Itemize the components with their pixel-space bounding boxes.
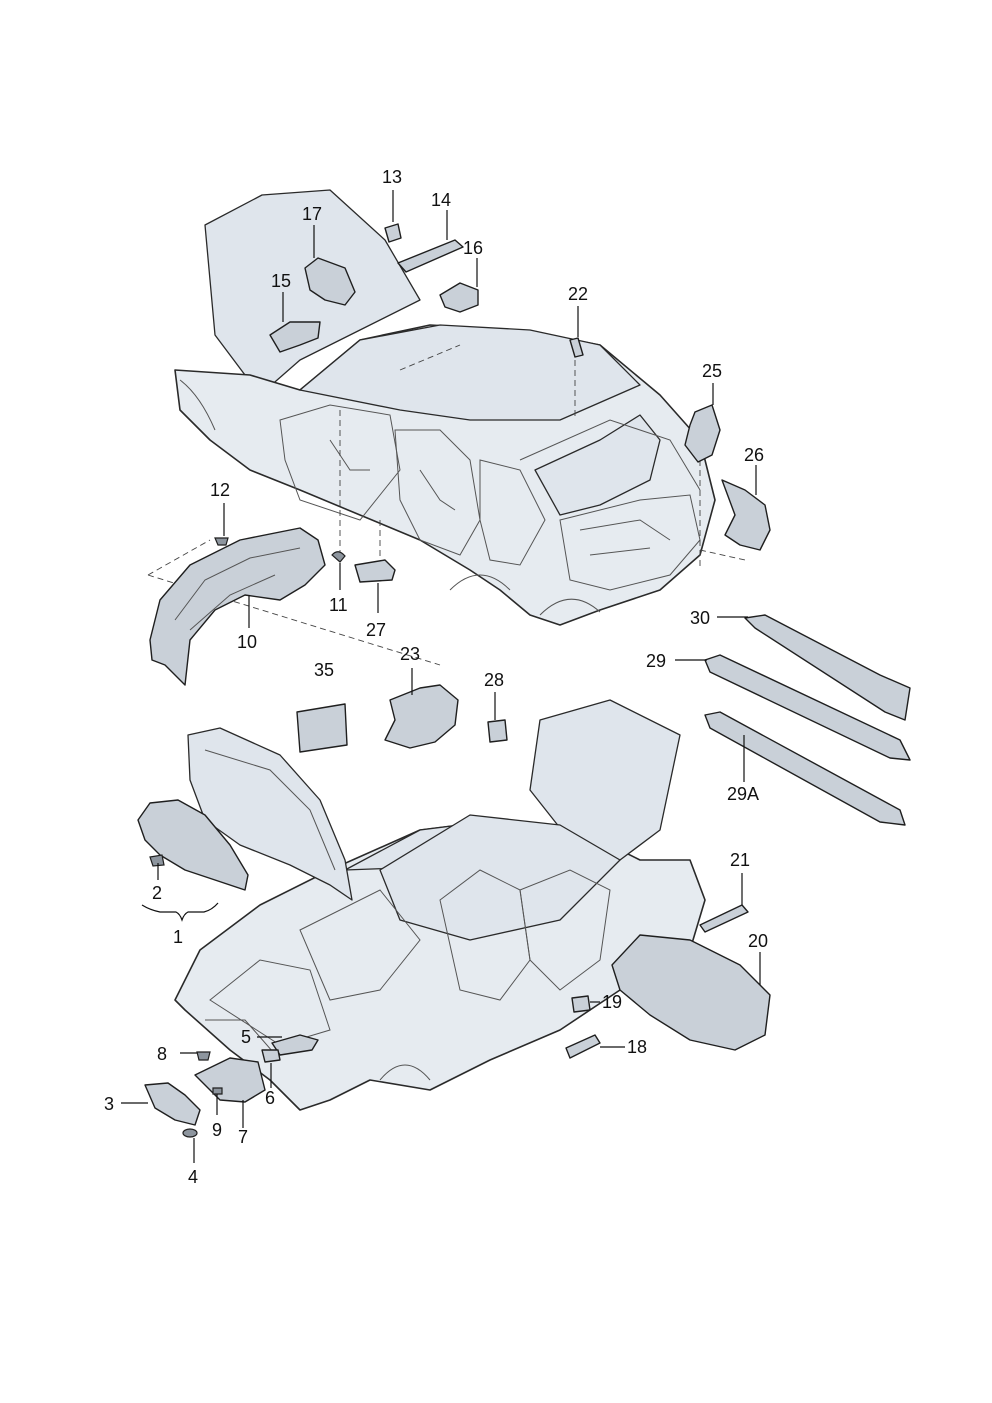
callout-14: 14: [431, 190, 451, 210]
callout-15: 15: [271, 271, 291, 291]
callout-7: 7: [238, 1127, 248, 1147]
callout-3: 3: [104, 1094, 114, 1114]
part-18-strip: [565, 1034, 601, 1059]
callout-6: 6: [265, 1088, 275, 1108]
sill-panels: [704, 614, 911, 826]
callout-17: 17: [302, 204, 322, 224]
part-21-strip: [699, 904, 749, 933]
part-29A-sill: [704, 711, 906, 826]
part-35-mat: [296, 703, 348, 753]
leader-lines: [121, 190, 761, 1163]
part-15-pad: [269, 321, 321, 353]
callout-28: 28: [484, 670, 504, 690]
callout-21: 21: [730, 850, 750, 870]
part-14-strip: [397, 239, 464, 273]
part-16-block: [439, 282, 479, 313]
upper-car-body: [174, 189, 716, 626]
callout-13: 13: [382, 167, 402, 187]
callout-5: 5: [241, 1027, 251, 1047]
callout-4: 4: [188, 1167, 198, 1187]
callout-19: 19: [602, 992, 622, 1012]
part-19-pad: [571, 995, 591, 1013]
part-7-shield: [194, 1057, 266, 1103]
callout-22: 22: [568, 284, 588, 304]
callout-30: 30: [690, 608, 710, 628]
part-27-pad: [354, 559, 396, 583]
part-4-washer: [182, 1128, 198, 1138]
part-3-shield: [144, 1082, 201, 1126]
callout-20: 20: [748, 931, 768, 951]
callout-18: 18: [627, 1037, 647, 1057]
part-2-clip: [149, 854, 165, 867]
callout-9: 9: [212, 1120, 222, 1140]
callout-11: 11: [329, 595, 348, 615]
part-1-insulation: [137, 799, 249, 891]
callout-12: 12: [210, 480, 230, 500]
callout-29: 29: [646, 651, 666, 671]
part-12-bolt: [214, 537, 229, 546]
callout-1: 1: [173, 927, 183, 947]
callout-29A: 29A: [727, 784, 759, 804]
callout-35: 35: [314, 660, 334, 680]
part-6-bracket: [261, 1049, 281, 1063]
callout-23: 23: [400, 644, 420, 664]
callout-26: 26: [744, 445, 764, 465]
part-30-sill: [744, 614, 911, 721]
part-17-bracket: [304, 257, 356, 306]
lower-parts: [137, 684, 771, 1138]
part-23-bracket: [384, 684, 459, 749]
upper-parts: [149, 223, 771, 686]
callout-labels: 1 2 3 4 5 6 7 8 9 10 11 12 13 14 15 16 1…: [104, 167, 768, 1187]
part-28-pad: [487, 719, 508, 743]
callout-10: 10: [237, 632, 257, 652]
part-9-ring: [212, 1087, 223, 1095]
callout-2: 2: [152, 883, 162, 903]
part-25-bracket: [684, 404, 721, 463]
callout-25: 25: [702, 361, 722, 381]
callout-16: 16: [463, 238, 483, 258]
callout-8: 8: [157, 1044, 167, 1064]
part-26-bracket: [721, 479, 771, 551]
part-11-clip: [331, 551, 346, 563]
part-10-wheelhouse-liner: [149, 527, 326, 686]
callout-27: 27: [366, 620, 386, 640]
part-8-clip: [196, 1051, 211, 1061]
part-29-sill: [704, 654, 911, 761]
part-22-tab: [569, 337, 584, 358]
part-13-pad: [384, 223, 402, 243]
part-20-floor-insulation: [611, 934, 771, 1051]
